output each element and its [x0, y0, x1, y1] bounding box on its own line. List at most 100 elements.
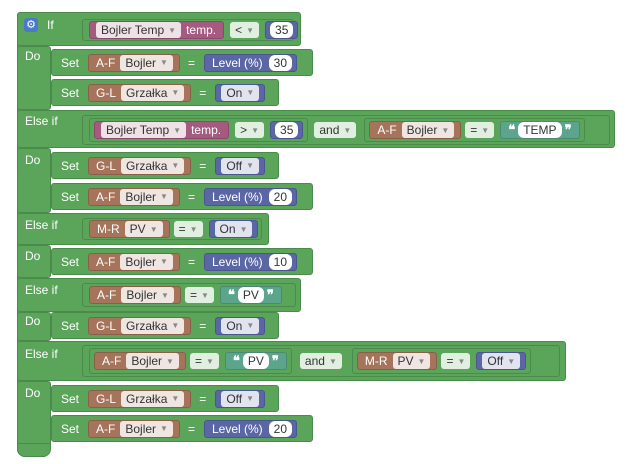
level-value[interactable]: 20: [268, 188, 293, 205]
and-block-2[interactable]: A-F Bojler▼ =▼ ❝ PV ❞ and▼ M-R PV▼ =▼ Of…: [82, 345, 560, 377]
state-block[interactable]: On▼: [215, 83, 266, 102]
text-block[interactable]: ❝ PV ❞: [224, 352, 287, 370]
operator-dropdown[interactable]: =▼: [189, 353, 219, 369]
state-dropdown[interactable]: On▼: [221, 84, 260, 101]
device-block[interactable]: G-L Grzałka▼: [88, 156, 192, 175]
state-block[interactable]: On▼: [208, 220, 259, 238]
level-block[interactable]: Level (%) 10: [203, 252, 298, 271]
level-block[interactable]: Level (%) 20: [203, 419, 298, 438]
state-block[interactable]: Off▼: [215, 156, 266, 175]
operator-dropdown[interactable]: =▼: [184, 287, 214, 303]
level-value[interactable]: 10: [268, 253, 293, 270]
device-block[interactable]: A-F Bojler▼: [88, 53, 180, 72]
device-block[interactable]: G-L Grzałka▼: [88, 316, 192, 335]
do-band-3: [17, 245, 51, 278]
level-value[interactable]: 20: [268, 420, 293, 437]
text-value[interactable]: PV: [242, 353, 269, 369]
and-dropdown[interactable]: and▼: [314, 122, 357, 138]
compare-block-4[interactable]: M-R PV▼ =▼ On▼: [82, 218, 262, 240]
device-dropdown[interactable]: Bojler▼: [401, 122, 455, 138]
sensor-dropdown[interactable]: Bojler Temp▼: [96, 22, 182, 38]
device-dropdown[interactable]: Bojler▼: [126, 353, 179, 369]
device-block[interactable]: G-L Grzałka▼: [88, 83, 192, 102]
operator-dropdown[interactable]: =▼: [465, 122, 495, 138]
level-value[interactable]: 30: [268, 54, 293, 71]
device-dropdown[interactable]: Grzałka▼: [121, 317, 185, 334]
device-block[interactable]: A-F Bojler▼: [88, 252, 180, 271]
close-quote-icon: ❞: [271, 353, 279, 368]
device-dropdown[interactable]: Bojler▼: [120, 253, 173, 270]
and-block-1[interactable]: Bojler Temp▼ temp. >▼ 35 and▼ A-F Bojler…: [82, 115, 610, 145]
device-dropdown[interactable]: Grzałka▼: [121, 157, 185, 174]
device-block[interactable]: A-F Bojler▼: [88, 419, 180, 438]
state-dropdown[interactable]: Off▼: [221, 157, 260, 174]
set-label: Set: [61, 318, 80, 333]
text-value[interactable]: TEMP: [518, 122, 562, 138]
set-statement-4[interactable]: Set A-F Bojler▼ = Level (%) 20: [51, 183, 313, 210]
operator-dropdown[interactable]: >▼: [235, 122, 265, 138]
state-dropdown[interactable]: On▼: [221, 317, 260, 334]
compare-block-2[interactable]: Bojler Temp▼ temp. >▼ 35: [89, 118, 309, 142]
operator-dropdown[interactable]: =▼: [441, 353, 471, 369]
and-dropdown[interactable]: and▼: [299, 353, 342, 369]
operator-dropdown[interactable]: <▼: [230, 22, 260, 38]
operator-dropdown[interactable]: =▼: [173, 221, 203, 237]
device-dropdown[interactable]: Bojler▼: [121, 287, 174, 303]
device-block[interactable]: G-L Grzałka▼: [88, 389, 192, 408]
device-block[interactable]: M-R PV▼: [89, 220, 170, 238]
device-type: A-F: [96, 189, 116, 204]
device-block[interactable]: A-F Bojler▼: [88, 187, 180, 206]
set-statement-2[interactable]: Set G-L Grzałka▼ = On▼: [51, 79, 279, 106]
sensor-block-1[interactable]: Bojler Temp▼ temp.: [89, 21, 225, 39]
set-label: Set: [61, 254, 80, 269]
set-statement-1[interactable]: Set A-F Bojler▼ = Level (%) 30: [51, 49, 313, 76]
state-dropdown[interactable]: On▼: [214, 221, 253, 237]
device-dropdown[interactable]: PV▼: [392, 353, 431, 369]
device-block[interactable]: A-F Bojler▼: [89, 286, 181, 304]
device-type: G-L: [96, 318, 117, 333]
set-label: Set: [61, 189, 80, 204]
close-quote-icon: ❞: [266, 287, 274, 302]
sensor-dropdown[interactable]: Bojler Temp▼: [101, 122, 187, 138]
number-value[interactable]: 35: [270, 22, 294, 38]
device-dropdown[interactable]: Bojler▼: [120, 420, 173, 437]
text-value[interactable]: PV: [237, 287, 264, 303]
sensor-block-2[interactable]: Bojler Temp▼ temp.: [94, 121, 230, 139]
state-block[interactable]: On▼: [215, 316, 266, 335]
device-dropdown[interactable]: Bojler▼: [120, 54, 173, 71]
device-block[interactable]: M-R PV▼: [356, 352, 438, 370]
number-block[interactable]: 35: [270, 121, 304, 139]
set-statement-3[interactable]: Set G-L Grzałka▼ = Off▼: [51, 152, 279, 179]
device-dropdown[interactable]: Grzałka▼: [121, 390, 185, 407]
compare-block-5[interactable]: A-F Bojler▼ =▼ ❝ PV ❞: [82, 283, 296, 307]
set-label: Set: [61, 391, 80, 406]
set-statement-6[interactable]: Set G-L Grzałka▼ = On▼: [51, 312, 279, 339]
gear-icon[interactable]: ⚙: [24, 18, 38, 32]
set-label: Set: [61, 421, 80, 436]
state-block[interactable]: Off▼: [215, 389, 266, 408]
level-block[interactable]: Level (%) 20: [203, 187, 298, 206]
device-dropdown[interactable]: PV▼: [124, 221, 163, 237]
state-block[interactable]: Off▼: [476, 352, 527, 370]
compare-block-7[interactable]: M-R PV▼ =▼ Off▼: [351, 348, 532, 374]
number-value[interactable]: 35: [275, 122, 299, 138]
device-block[interactable]: A-F Bojler▼: [369, 121, 462, 139]
device-dropdown[interactable]: Bojler▼: [120, 188, 173, 205]
level-block[interactable]: Level (%) 30: [203, 53, 298, 72]
state-dropdown[interactable]: Off▼: [482, 353, 521, 369]
text-block[interactable]: ❝ TEMP ❞: [500, 121, 580, 139]
compare-block-1[interactable]: Bojler Temp▼ temp. <▼ 35: [82, 19, 299, 41]
device-dropdown[interactable]: Grzałka▼: [121, 84, 185, 101]
if-block-footer: [17, 443, 51, 457]
device-type: A-F: [96, 55, 116, 70]
state-dropdown[interactable]: Off▼: [221, 390, 260, 407]
set-statement-5[interactable]: Set A-F Bojler▼ = Level (%) 10: [51, 248, 313, 275]
number-block[interactable]: 35: [265, 21, 299, 39]
text-block[interactable]: ❝ PV ❞: [219, 286, 282, 304]
compare-block-6[interactable]: A-F Bojler▼ =▼ ❝ PV ❞: [89, 348, 292, 374]
equals-sign: =: [199, 158, 207, 173]
device-block[interactable]: A-F Bojler▼: [94, 352, 186, 370]
set-statement-8[interactable]: Set A-F Bojler▼ = Level (%) 20: [51, 415, 313, 442]
set-statement-7[interactable]: Set G-L Grzałka▼ = Off▼: [51, 385, 279, 412]
compare-block-3[interactable]: A-F Bojler▼ =▼ ❝ TEMP ❞: [364, 118, 585, 142]
